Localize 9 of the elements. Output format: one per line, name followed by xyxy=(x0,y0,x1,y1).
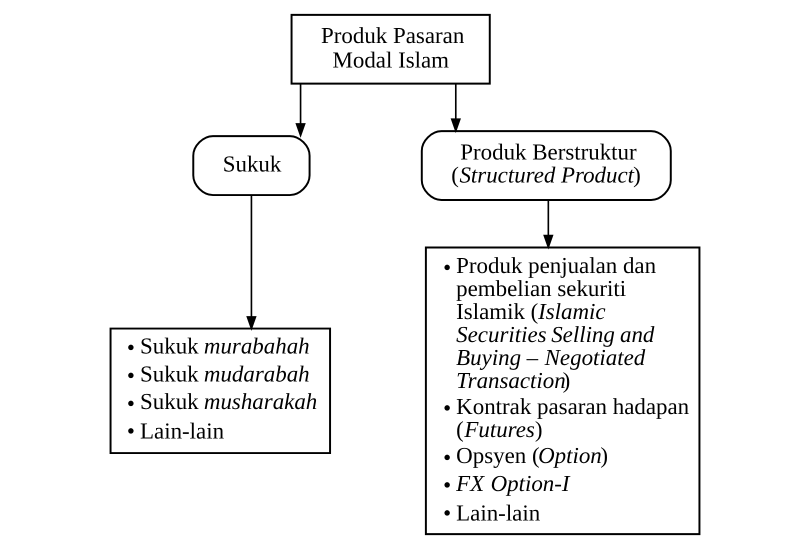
node-box: Produk Pasaran Modal Islam xyxy=(290,14,490,85)
arrow xyxy=(542,200,553,250)
node-box: • Sukuk murabahah • Sukuk mudarabah • Sukuk musharakah • Lain-lain xyxy=(109,328,331,454)
arrow xyxy=(450,84,460,134)
node-box: Produk Berstruktur (Structured Product) xyxy=(420,130,672,201)
node-box: Sukuk xyxy=(192,135,310,196)
arrow xyxy=(294,84,306,138)
node-box: • Produk penjualan dan pembelian sekuriti Islamik (Islamic Securities Selling and Buying – Negotiated Transaction) • Kontrak pasaran hadapan (Futures) • Opsyen (Option) • FX Option-I • Lain-lain xyxy=(424,246,700,536)
arrow xyxy=(246,195,256,331)
